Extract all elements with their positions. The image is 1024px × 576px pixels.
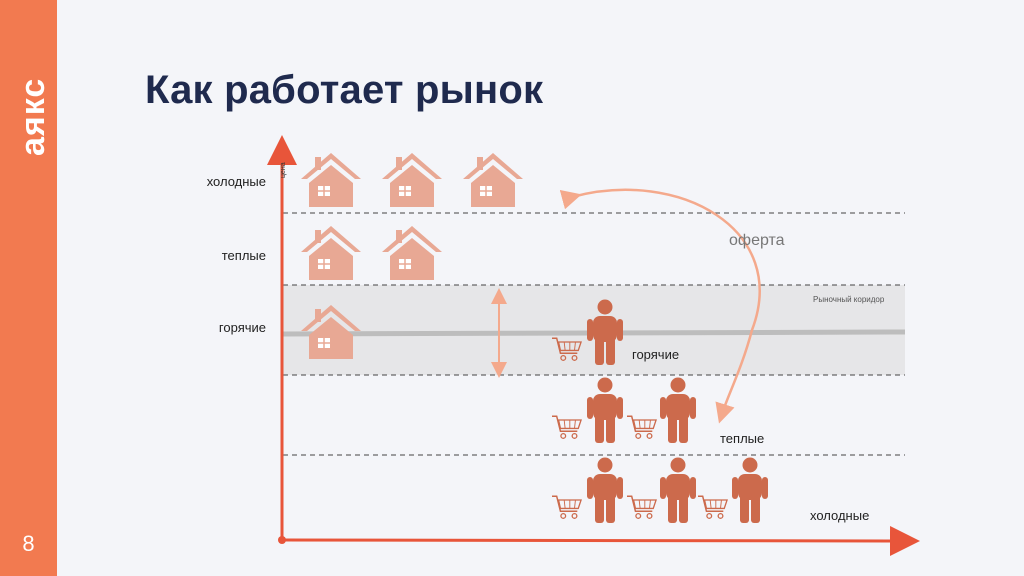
person-icon	[587, 377, 623, 443]
person-icon	[732, 457, 768, 523]
axis-origin	[278, 536, 286, 544]
sidebar: аякс 8	[0, 0, 57, 576]
x-axis	[281, 525, 920, 556]
house-icon	[300, 153, 362, 207]
buyer-hot-label: горячие	[632, 347, 680, 362]
buyer-warm-label: теплые	[720, 431, 765, 446]
brand-logo: аякс	[14, 78, 52, 156]
seller-cold-label: холодные	[206, 174, 266, 189]
buyer-cold-label: холодные	[810, 508, 870, 523]
house-icon	[462, 153, 524, 207]
y-axis-label: цена	[280, 162, 287, 178]
svg-text:аякс: аякс	[14, 78, 52, 156]
cart-icon	[627, 495, 657, 520]
slide-number: 8	[22, 531, 35, 556]
house-icon	[300, 226, 362, 280]
cart-icon	[627, 415, 657, 440]
person-icon	[660, 377, 696, 443]
seller-warm-label: теплые	[221, 248, 266, 263]
person-icon	[660, 457, 696, 523]
cart-icon	[552, 415, 582, 440]
person-icon	[587, 457, 623, 523]
house-icon	[381, 153, 443, 207]
cart-icon	[552, 495, 582, 520]
cart-icon	[698, 495, 728, 520]
offer-label: оферта	[729, 232, 785, 249]
offer-arrow	[559, 188, 761, 424]
page-title: Как работает рынок	[145, 68, 544, 112]
house-icon	[381, 226, 443, 280]
market-corridor-label: Рыночный коридор	[813, 295, 885, 304]
seller-hot-label: горячие	[218, 320, 266, 335]
